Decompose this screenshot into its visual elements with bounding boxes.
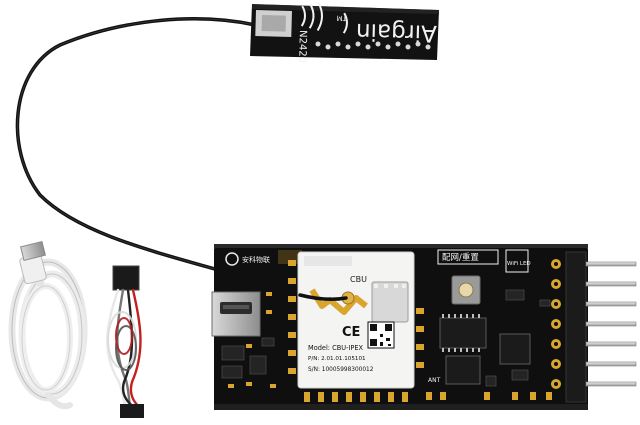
antenna-model-text: N2420 bbox=[296, 30, 308, 63]
regulator-ic bbox=[499, 333, 531, 365]
dupont-connector-top bbox=[112, 265, 140, 291]
dupont-connector-bottom bbox=[120, 404, 144, 418]
wifi-module-cbu: CBU CE Model: CBU-IPEX P/N: 2.01.01.1051… bbox=[297, 251, 415, 389]
module-model-text: Model: CBU-IPEX bbox=[308, 344, 364, 352]
usb-plug-metal bbox=[20, 240, 46, 262]
qr-code bbox=[367, 321, 395, 349]
antenna-cable-end bbox=[298, 293, 348, 301]
micro-usb-port bbox=[211, 291, 261, 337]
pair-reset-label: 配网/重置 bbox=[442, 252, 479, 263]
usb-cable bbox=[8, 240, 88, 410]
antenna-trademark-text: TM bbox=[337, 14, 349, 22]
module-chip-label: CBU bbox=[350, 275, 367, 284]
reset-button bbox=[451, 275, 481, 305]
module-sn-text: S/N: 10005998300012 bbox=[308, 367, 374, 373]
ce-mark: CE bbox=[342, 325, 360, 340]
main-pcb: 安科物联 bbox=[211, 244, 588, 410]
dupont-wire-harness bbox=[106, 265, 144, 418]
secondary-ic bbox=[445, 355, 481, 385]
wifi-led-label: WiFi LED bbox=[507, 261, 531, 267]
module-pn-text: P/N: 2.01.01.105101 bbox=[308, 356, 366, 362]
pin-header-pins bbox=[585, 261, 637, 387]
vendor-mark-text: 安科物联 bbox=[242, 255, 270, 264]
antenna-pcb: Airgain TM N2420 bbox=[250, 2, 439, 63]
ant-label: ANT bbox=[428, 377, 441, 384]
pin-header-block bbox=[565, 251, 587, 403]
antenna-brand-text: Airgain bbox=[356, 18, 437, 46]
main-ic bbox=[439, 314, 487, 352]
